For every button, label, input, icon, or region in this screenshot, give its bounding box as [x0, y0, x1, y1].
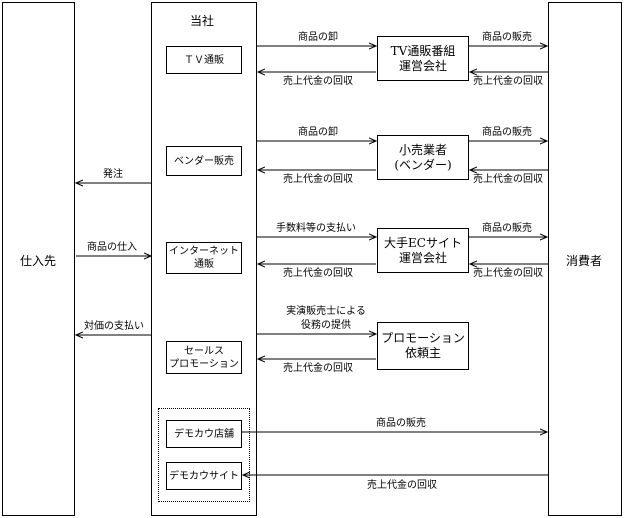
internet-shopping-label: インターネット 通販: [169, 246, 239, 270]
demokau-site-label: デモカウサイト: [169, 470, 239, 482]
supplier-label: 仕入先: [20, 254, 57, 268]
ec-fee-label: 手数料等の支払い: [276, 223, 356, 234]
vendor-collection-label: 売上代金の回収: [283, 174, 353, 185]
tv-program-operator-label: TV通販番組 運営会社: [390, 43, 456, 73]
sales-promotion-label: セールス プロモーション: [169, 345, 239, 370]
ec-sales-label: 商品の販売: [482, 223, 532, 234]
ec-collection-label: 売上代金の回収: [283, 268, 353, 279]
demokau-store-label: デモカウ店舗: [174, 428, 234, 440]
vendor-sales-label: ベンダー販売: [174, 155, 234, 167]
ec-consumer-collection-label: 売上代金の回収: [473, 268, 543, 279]
internet-shopping-box: インターネット 通販: [166, 242, 242, 274]
payment-label: 対価の支払い: [84, 321, 144, 332]
vendor-sales-box: ベンダー販売: [166, 146, 242, 176]
tv-program-operator-box: TV通販番組 運営会社: [377, 36, 469, 81]
demokau-collection-label: 売上代金の回収: [367, 480, 437, 491]
promotion-collection-label: 売上代金の回収: [283, 363, 353, 374]
tv-consumer-collection-label: 売上代金の回収: [473, 76, 543, 87]
promotion-service-label: 実演販売士による 役務の提供: [286, 306, 366, 331]
consumer-label: 消費者: [566, 254, 603, 268]
demokau-sales-label: 商品の販売: [376, 418, 426, 429]
tv-collection-label: 売上代金の回収: [283, 76, 353, 87]
vendor-consumer-collection-label: 売上代金の回収: [473, 174, 543, 185]
promotion-client-box: プロモーション 依頼主: [377, 322, 469, 370]
order-label: 発注: [103, 169, 123, 180]
supplier-column: [2, 2, 75, 516]
purchase-label: 商品の仕入: [87, 242, 137, 253]
demokau-store-box: デモカウ店舗: [166, 420, 242, 448]
promotion-client-label: プロモーション 依頼主: [381, 331, 465, 360]
ec-operator-box: 大手ECサイト 運営会社: [377, 228, 469, 273]
vendor-sales-label: 商品の販売: [482, 127, 532, 138]
vendor-wholesale-label: 商品の卸: [298, 127, 338, 138]
tv-wholesale-label: 商品の卸: [298, 32, 338, 43]
company-label: 当社: [190, 14, 215, 28]
demokau-group: [158, 408, 250, 502]
sales-promotion-box: セールス プロモーション: [166, 341, 242, 374]
tv-shopping-label: ＴＶ通販: [184, 54, 224, 66]
demokau-site-box: デモカウサイト: [166, 462, 242, 490]
consumer-column: [548, 2, 622, 516]
tv-shopping-box: ＴＶ通販: [166, 46, 242, 74]
tv-sales-label: 商品の販売: [482, 32, 532, 43]
retailer-box: 小売業者 (ベンダー): [377, 135, 469, 180]
ec-operator-label: 大手ECサイト 運営会社: [384, 235, 462, 265]
retailer-label: 小売業者 (ベンダー): [394, 142, 452, 172]
